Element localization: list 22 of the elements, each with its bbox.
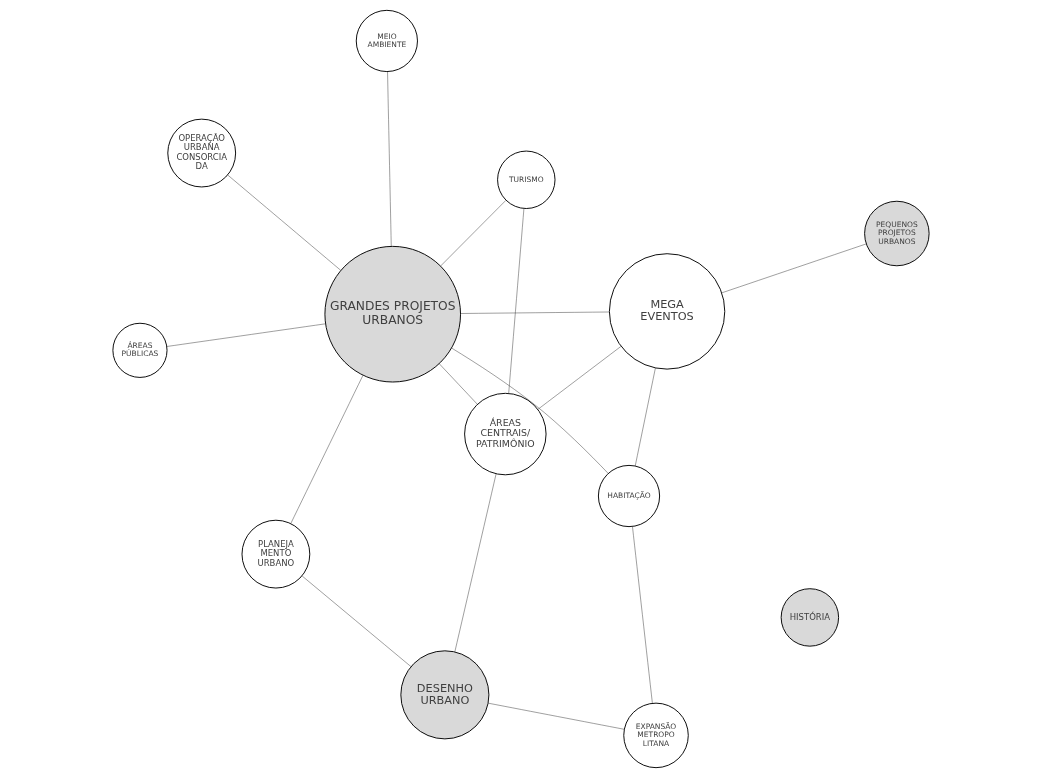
node-circle: GRANDES PROJETOS URBANOS [324,245,461,383]
connector [440,200,507,267]
connector [537,346,622,410]
connector [290,374,364,524]
connector [301,575,412,667]
node-circle: PLANEJA MENTO URBANO [241,519,311,589]
connector [634,367,656,467]
connector [227,174,341,271]
connector [438,363,478,405]
connector [508,208,525,394]
node-circle: ÁREAS CENTRAIS/ PATRIMÔNIO [464,392,547,476]
connector [460,311,610,314]
node-circle: DESENHO URBANO [400,650,490,740]
node-circle: HISTÓRIA [780,588,840,647]
connector [487,702,625,730]
node-circle: MEGA EVENTOS [608,253,726,370]
node-circle: OPERAÇÃO URBANA CONSORCIA DA [167,118,237,188]
connector [454,473,497,653]
connector [166,323,326,347]
connector [721,243,867,294]
connector [632,526,653,704]
connector [387,71,392,247]
